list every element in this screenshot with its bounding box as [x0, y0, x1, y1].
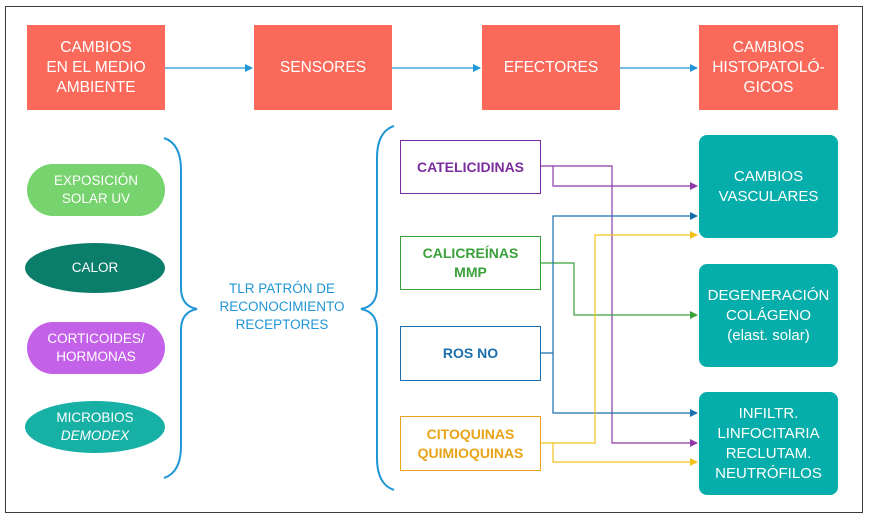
trigger-uv: EXPOSICIÓN SOLAR UV	[27, 164, 165, 216]
wire-kallikreins-to-collagen	[541, 262, 698, 319]
trigger-microbes: MICROBIOS DEMODEX	[25, 401, 165, 453]
wire-ros-to-infiltrate	[552, 353, 698, 417]
wire-ros-to-vascular	[541, 212, 698, 354]
trigger-heat: CALOR	[25, 243, 165, 293]
wire-cathelicidins-to-vascular	[552, 166, 698, 190]
trigger-microbes-label: MICROBIOS	[56, 410, 134, 425]
outcome-lymphocytic-infiltrate: INFILTR. LINFOCITARIA RECLUTAM. NEUTRÓFI…	[699, 392, 838, 495]
right-brace	[360, 125, 395, 491]
effector-kallikreins-mmp: CALICREÍNAS MMP	[400, 236, 541, 290]
trigger-hormones: CORTICOIDES/ HORMONAS	[27, 322, 165, 374]
effector-ros-no: ROS NO	[400, 326, 541, 381]
wire-cytokines-to-vascular	[541, 231, 698, 444]
effector-cytokines: CITOQUINAS QUIMIOQUINAS	[400, 416, 541, 471]
outcome-vascular-changes: CAMBIOS VASCULARES	[699, 135, 838, 238]
effector-cathelicidins: CATELICIDINAS	[400, 140, 541, 194]
outcome-collagen-degeneration: DEGENERACIÓN COLÁGENO (elast. solar)	[699, 264, 838, 367]
diagram-frame	[5, 6, 863, 513]
box-environment-changes: CAMBIOS EN EL MEDIO AMBIENTE	[27, 25, 165, 110]
box-histopathologic-changes: CAMBIOS HISTOPATOLÓ- GICOS	[699, 25, 838, 110]
wire-cytokines-to-infiltrate	[552, 443, 698, 466]
box-effectors: EFECTORES	[482, 25, 620, 110]
wire-cathelicidins-to-infiltrate	[541, 165, 698, 447]
trigger-demodex-label: DEMODEX	[60, 428, 130, 443]
tlr-receptor-label: TLR PATRÓN DE RECONOCIMIENTO RECEPTORES	[219, 281, 345, 332]
left-brace	[163, 137, 198, 479]
box-sensors: SENSORES	[254, 25, 392, 110]
